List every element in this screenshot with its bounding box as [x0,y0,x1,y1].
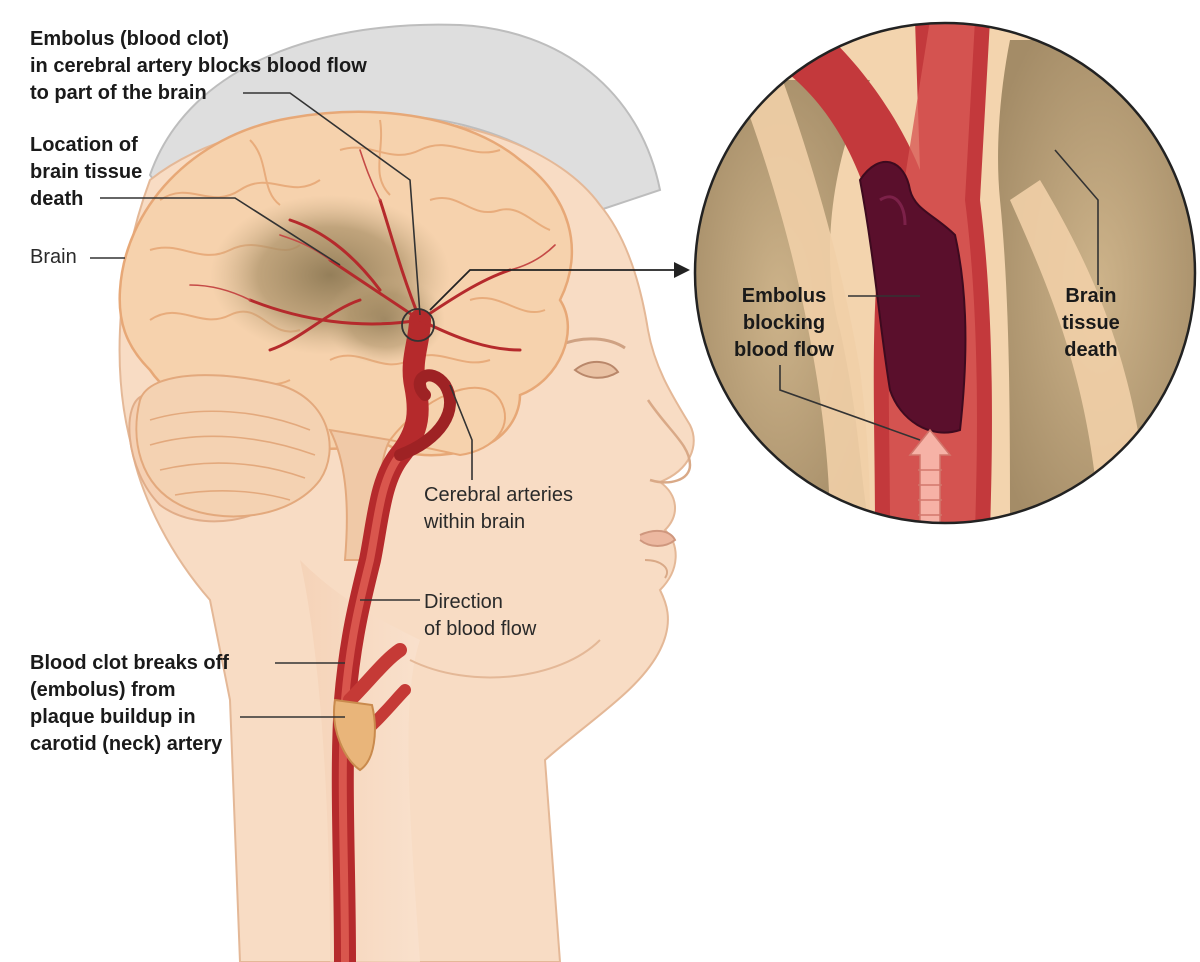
label-inset-tissue-death: Brain tissue death [1062,285,1120,361]
leader-tissue [100,197,341,266]
inset-magnification [429,21,1197,525]
leader-arteries [449,384,473,480]
cerebellum [135,374,331,518]
nose [646,399,692,484]
leader-embolus [243,92,421,316]
inset-flow-arrow [908,428,952,523]
label-cerebral-arteries: Cerebral arteries within brain [424,484,573,533]
inset-tissue-right [998,40,1195,523]
leader-lines [90,92,1099,718]
lips [639,529,677,547]
label-tissue-death-location: Location of brain tissue death [30,134,143,210]
arteries [189,149,556,962]
label-clot-breaks-off: Blood clot breaks off (embolus) from pla… [30,652,229,755]
leader-inset-tissue [1054,149,1099,285]
embolus-marker [401,308,435,342]
label-brain: Brain [30,246,77,268]
eye [573,361,620,379]
jaw [409,639,601,679]
leader-inset-flow [779,365,921,441]
label-direction-of-flow: Direction of blood flow [424,591,537,640]
label-embolus-cerebral-artery: Embolus (blood clot) in cerebral artery … [30,28,367,104]
inset-clot [858,160,967,434]
magnify-arrow [429,269,675,311]
label-inset-embolus: Embolus blocking blood flow [734,285,834,361]
